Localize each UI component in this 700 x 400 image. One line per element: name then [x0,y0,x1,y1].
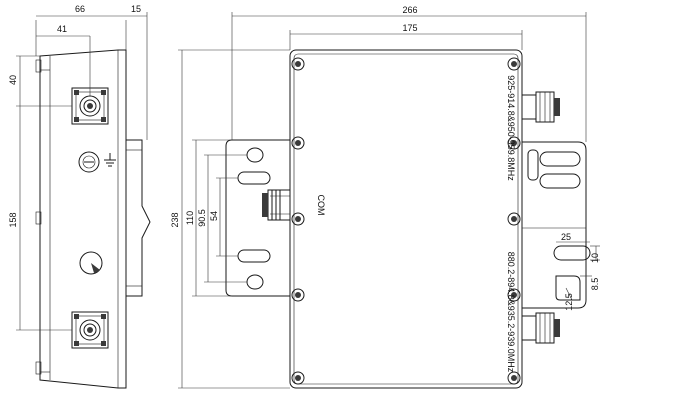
dim-side-conn-offset: 41 [57,24,67,34]
front-bottom-connector [521,312,560,344]
dim-tab-radius: 12.5 [564,293,574,311]
dim-bracket-mid: 90.5 [197,209,207,227]
ground-screw [78,151,116,173]
dim-front-body-width: 175 [402,23,417,33]
dim-bracket-outer: 110 [185,211,195,225]
dim-side-depth: 15 [131,4,141,14]
side-view [16,12,151,389]
dim-front-height: 238 [170,212,180,227]
dim-tab-hole: 8.5 [590,278,600,291]
side-round-port [79,251,103,275]
com-port-label: COM [316,195,326,216]
side-bottom-connector [71,311,109,349]
dim-side-top: 40 [8,75,18,85]
dim-side-conn-spacing: 158 [8,212,18,227]
dim-bracket-inner: 54 [209,211,219,221]
dim-tab-width: 25 [561,232,571,242]
front-dimension-lines [178,12,600,389]
front-view [225,49,591,389]
housing-screws [291,57,521,385]
lower-band-label: 880.2-894.8&935.2-939.0MHz [506,252,516,373]
dim-tab-height: 10 [590,253,600,263]
dim-side-width: 66 [75,4,85,14]
dim-front-width: 266 [402,5,417,15]
upper-band-label: 925-914.8&950-959.8MHz [506,75,516,181]
front-top-connector [521,91,560,123]
